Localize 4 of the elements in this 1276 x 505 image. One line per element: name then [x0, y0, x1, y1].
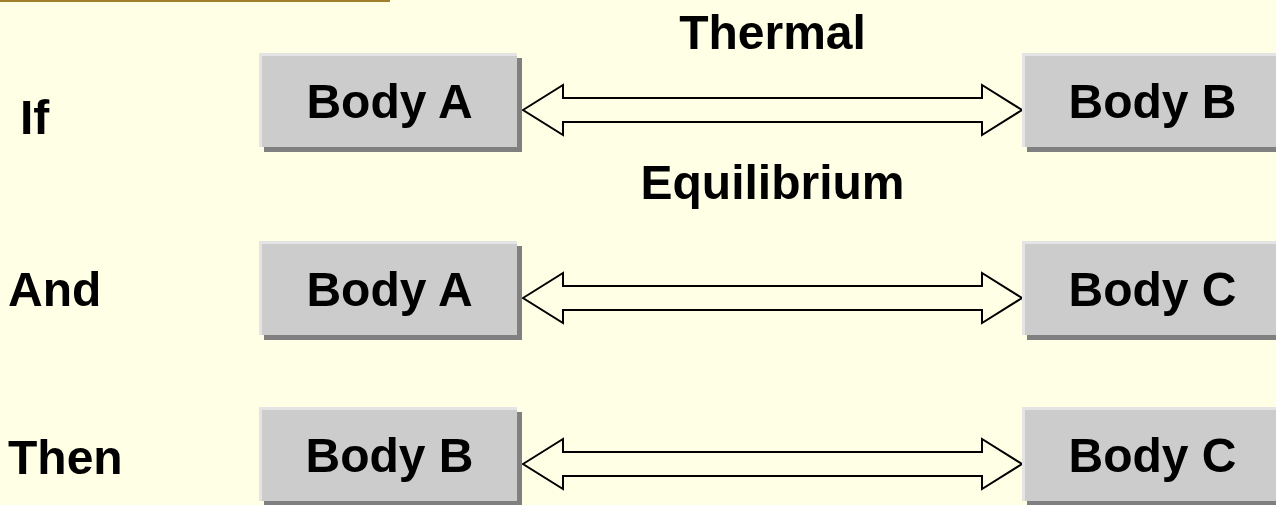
row-label: And: [8, 262, 102, 318]
row-label: Then: [8, 430, 123, 486]
edge-label: Thermal Equilibrium: [639, 5, 906, 211]
row-label: If: [20, 90, 50, 146]
